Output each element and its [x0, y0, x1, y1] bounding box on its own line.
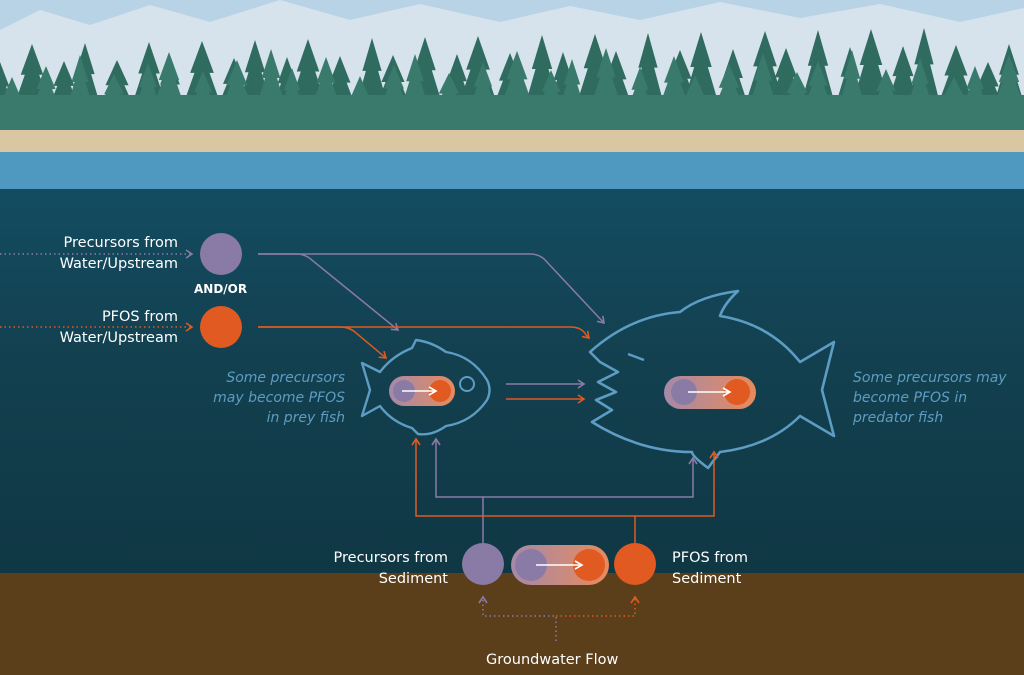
- water-surface: [0, 152, 1024, 189]
- prey-fish-outline-icon: [360, 338, 491, 436]
- precursors-water-label: Precursors from Water/Upstream: [20, 233, 178, 275]
- pfos-sediment-label-line2: Sediment: [672, 571, 742, 587]
- predator-pill-precursor-dot: [671, 379, 697, 405]
- prey-note-line3: in prey fish: [266, 410, 345, 426]
- predator-fish-eye-icon: [627, 352, 645, 362]
- predator-fish-note: Some precursors may become PFOS in preda…: [853, 368, 1007, 428]
- pfos-water-label-line2: Water/Upstream: [59, 330, 178, 346]
- and-or-connector: AND/OR: [194, 282, 248, 296]
- precursors-water-label-line2: Water/Upstream: [59, 256, 178, 272]
- precursors-sediment-label: Precursors from Sediment: [296, 548, 448, 590]
- forest-treeline: [0, 28, 1024, 132]
- precursor-to-predator-arrow: [258, 253, 605, 325]
- predator-pill-pfos-dot: [724, 379, 750, 405]
- sediment-layer: [0, 573, 1024, 675]
- pfos-water-label: PFOS from Water/Upstream: [20, 307, 178, 349]
- prey-note-line1: Some precursors: [226, 370, 345, 386]
- pfos-sediment-label-line1: PFOS from: [672, 550, 749, 566]
- precursors-sediment-label-line2: Sediment: [378, 571, 448, 587]
- precursors-sediment-label-line1: Precursors from: [333, 550, 448, 566]
- predator-note-line3: predator fish: [853, 410, 944, 426]
- pfos-water-circle-icon: [200, 306, 242, 348]
- predator-note-line2: become PFOS in: [853, 390, 968, 406]
- pfos-sediment-label: PFOS from Sediment: [672, 548, 748, 590]
- prey-note-line2: may become PFOS: [213, 390, 345, 406]
- precursor-sediment-circle-icon: [462, 543, 504, 585]
- pfos-sediment-circle-icon: [614, 543, 656, 585]
- sediment-pill-precursor-dot: [515, 549, 547, 581]
- precursors-water-label-line1: Precursors from: [63, 235, 178, 251]
- forest-floor: [0, 95, 1024, 132]
- prey-fish-eye-icon: [459, 376, 475, 392]
- prey-pill-pfos-dot: [429, 380, 451, 402]
- precursor-to-prey-arrow: [258, 253, 400, 331]
- sediment-pill-pfos-dot: [573, 549, 605, 581]
- sediment-precursor-to-prey-arrow: [431, 437, 484, 543]
- sediment-pfos-to-predator-arrow: [635, 450, 719, 517]
- pfos-to-predator-arrow: [258, 326, 591, 340]
- groundwater-flow-label: Groundwater Flow: [486, 652, 619, 668]
- sediment-pfos-to-prey-arrow: [411, 437, 636, 543]
- pfos-water-label-line1: PFOS from: [101, 309, 178, 325]
- prey-fish-note: Some precursors may become PFOS in prey …: [195, 368, 345, 428]
- pfos-to-prey-arrow: [258, 326, 388, 359]
- precursor-water-circle-icon: [200, 233, 242, 275]
- shoreline-sand: [0, 130, 1024, 152]
- predator-fish-outline-icon: [588, 289, 836, 470]
- predator-note-line1: Some precursors may: [853, 370, 1007, 386]
- sediment-precursor-to-predator-arrow: [483, 456, 698, 498]
